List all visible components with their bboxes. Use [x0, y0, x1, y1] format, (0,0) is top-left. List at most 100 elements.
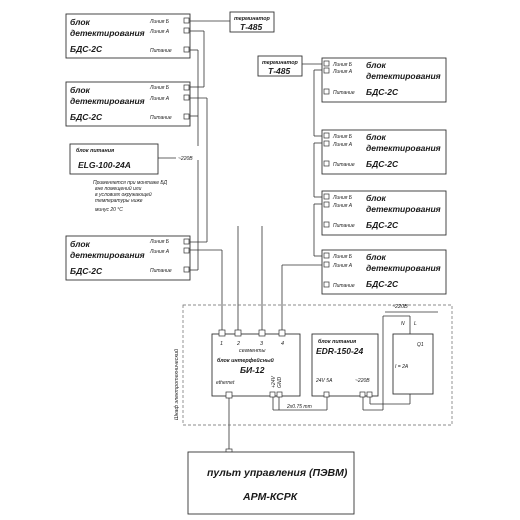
detector-model: БДС-2С	[366, 159, 399, 169]
detector-model: БДС-2С	[366, 279, 399, 289]
detector-title: блок	[366, 132, 387, 142]
note-line: вне помещений или	[95, 185, 142, 192]
port-label-line-a: Линия А	[149, 96, 170, 102]
terminal-line-a	[323, 261, 330, 268]
detector-subtitle: детектирования	[70, 28, 145, 38]
terminal-line-a	[183, 27, 190, 34]
supply-gnd-label: GND	[277, 377, 283, 389]
input-terminal-l	[366, 391, 373, 398]
workstation-model: АРМ-КСРК	[242, 491, 299, 503]
segment-terminal-2	[234, 329, 242, 337]
terminator-model: Т-485	[240, 22, 262, 32]
mains-input: ~220В N L	[385, 304, 438, 327]
ethernet-port	[225, 391, 233, 399]
terminal-number: 1	[220, 341, 223, 347]
breaker-name: Q1	[417, 342, 424, 348]
terminal-power	[323, 160, 330, 167]
segment-terminal-3	[258, 329, 266, 337]
cabinet-label: Шкаф электротехнический	[173, 349, 180, 420]
ethernet-label: ethernet	[216, 380, 235, 386]
breaker-rating: I = 2A	[395, 364, 409, 370]
interface-block-label: блок интерфейсный	[217, 357, 275, 364]
detector-model: БДС-2С	[70, 44, 103, 54]
workstation-block: ethernet пульт управления (ПЭВМ) АРМ-КСР…	[187, 448, 355, 515]
terminator-model: Т-485	[268, 66, 290, 76]
terminal-line-a	[183, 247, 190, 254]
terminator-label: терминатор	[262, 60, 298, 66]
detector-model: БДС-2С	[366, 87, 399, 97]
note-text: Применяется при монтаже БД вне помещений…	[93, 180, 168, 213]
supply-terminal-gnd	[276, 391, 283, 398]
interface-block-bi12: 1 2 3 4 сегменты блок интерфейсный БИ-12…	[211, 329, 301, 399]
terminal-power	[323, 281, 330, 288]
interface-block-model: БИ-12	[240, 365, 265, 375]
segment-terminal-1	[218, 329, 226, 337]
detector-title: блок	[70, 85, 91, 95]
output-terminal	[323, 391, 330, 398]
power-supply-elg: блок питания ELG-100-24A ~220В Применяет…	[69, 143, 193, 213]
detector-subtitle: детектирования	[70, 250, 145, 260]
detector-title: блок	[366, 193, 387, 203]
note-line: минус 20 °С	[95, 207, 123, 213]
port-label-line-a: Линия А	[149, 29, 170, 35]
terminal-line-b	[183, 17, 190, 24]
detector-model: БДС-2С	[70, 112, 103, 122]
detector-block-right-1: Линия Б Линия А Питание блок детектирова…	[321, 57, 447, 103]
segments-label: сегменты	[239, 348, 265, 354]
terminal-power	[183, 46, 190, 53]
power-supply-model: EDR-150-24	[316, 346, 364, 356]
terminal-line-b	[323, 60, 330, 67]
port-label-power: Питание	[333, 223, 355, 229]
port-label-line-b: Линия Б	[332, 195, 353, 201]
terminal-line-a	[323, 67, 330, 74]
port-label-power: Питание	[150, 268, 172, 274]
mains-label: ~220В	[392, 304, 408, 310]
neutral-label: N	[401, 321, 405, 327]
detector-subtitle: детектирования	[70, 96, 145, 106]
cabinet-outline	[182, 304, 453, 426]
detector-block-right-2: Линия Б Линия А Питание блок детектирова…	[321, 129, 447, 175]
power-supply-label: блок питания	[318, 338, 357, 345]
mains-label: ~220В	[178, 156, 193, 162]
line-label: L	[414, 321, 417, 327]
port-label-line-b: Линия Б	[332, 254, 353, 260]
power-supply-model: ELG-100-24A	[78, 160, 131, 170]
terminal-number: 2	[236, 341, 240, 347]
terminator-right: терминатор Т-485	[257, 55, 303, 77]
port-label-line-b: Линия Б	[149, 85, 170, 91]
detector-model: БДС-2С	[70, 266, 103, 276]
output-label: 24V 5A	[315, 378, 333, 384]
detector-subtitle: детектирования	[366, 204, 441, 214]
port-label-line-a: Линия А	[332, 263, 353, 269]
detector-subtitle: детектирования	[366, 143, 441, 153]
detector-title: блок	[366, 60, 387, 70]
terminal-power	[323, 88, 330, 95]
detector-title: блок	[70, 239, 91, 249]
port-label-power: Питание	[150, 115, 172, 121]
port-label-line-b: Линия Б	[149, 239, 170, 245]
workstation-name: пульт управления (ПЭВМ)	[207, 467, 348, 479]
note-line: температуры ниже	[95, 198, 143, 204]
wiring	[158, 20, 421, 452]
detector-block-right-4: Линия Б Линия А Питание блок детектирова…	[321, 249, 447, 295]
terminal-line-b	[183, 238, 190, 245]
terminal-number: 3	[260, 341, 263, 347]
detector-block-left-2: блок детектирования БДС-2С Линия Б Линия…	[65, 81, 191, 127]
cable-label: 2х0.75 mm	[286, 404, 312, 410]
port-label-power: Питание	[333, 90, 355, 96]
terminal-line-b	[323, 252, 330, 259]
port-label-line-a: Линия А	[332, 142, 353, 148]
terminal-power	[183, 113, 190, 120]
detector-model: БДС-2С	[366, 220, 399, 230]
port-label-line-a: Линия А	[149, 249, 170, 255]
port-label-power: Питание	[333, 162, 355, 168]
port-label-line-b: Линия Б	[332, 134, 353, 140]
note-line: в условиях окружающей	[95, 191, 152, 198]
port-label-line-a: Линия А	[332, 203, 353, 209]
detector-title: блок	[366, 252, 387, 262]
terminal-line-a	[323, 201, 330, 208]
terminal-line-b	[183, 84, 190, 91]
terminal-line-b	[323, 132, 330, 139]
terminator-label: терминатор	[234, 16, 270, 22]
